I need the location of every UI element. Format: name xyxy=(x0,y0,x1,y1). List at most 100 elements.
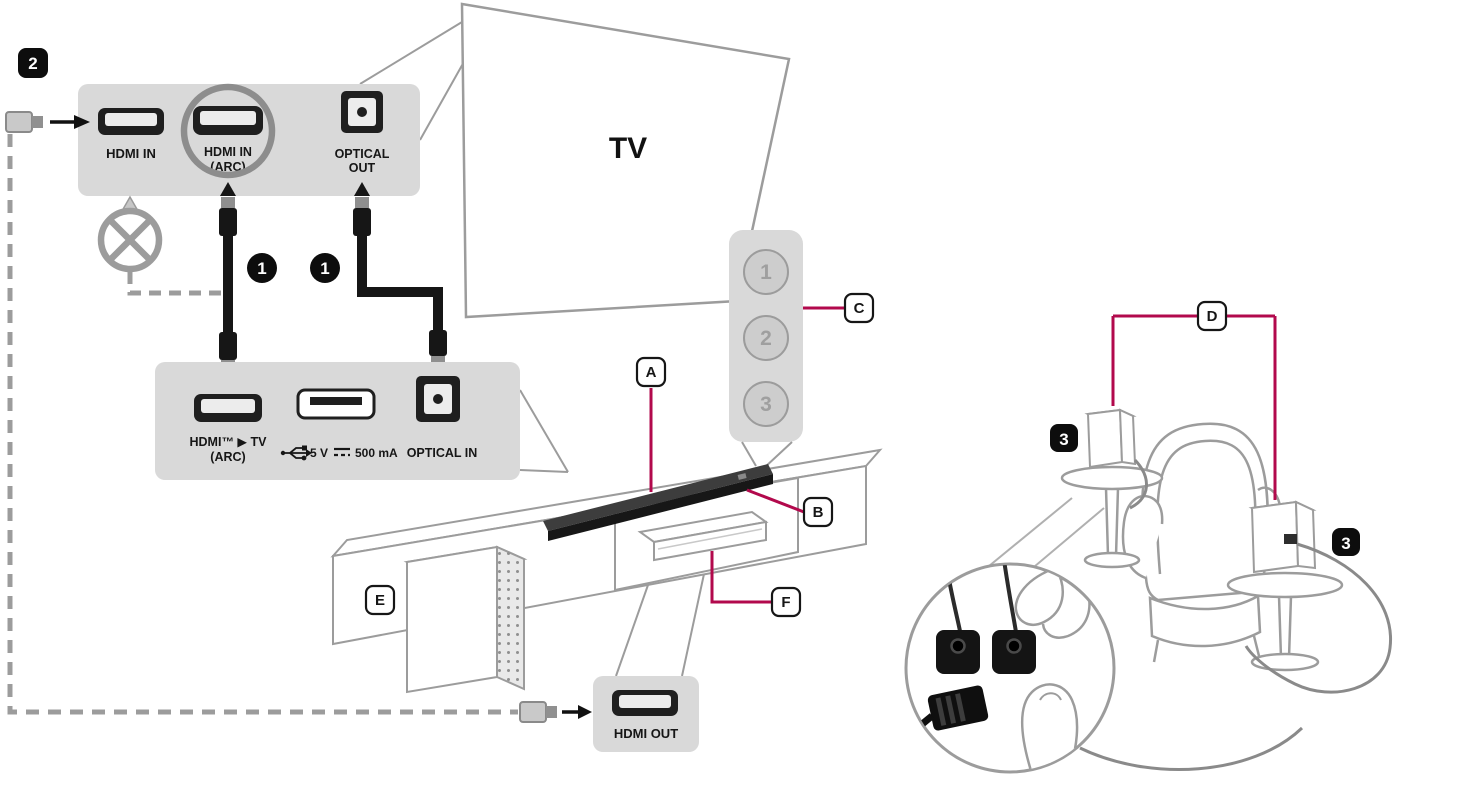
callout-d: D xyxy=(1111,300,1277,500)
callout-b-letter: B xyxy=(813,504,824,521)
optical-out-label-line1: OPTICAL xyxy=(335,147,390,161)
callout-b: B xyxy=(746,488,834,528)
hdmi-arc-label-line1: HDMI™ ▶ TV xyxy=(190,435,268,449)
zoom-callout-line xyxy=(681,573,705,677)
player-front-face xyxy=(653,520,767,562)
surround-speaker-1 xyxy=(1084,408,1137,469)
step-badge-1-number: 1 xyxy=(257,259,266,278)
optical-in-port-center xyxy=(433,394,443,404)
source-button-1 xyxy=(743,249,789,295)
soundbar-display-detail xyxy=(737,473,747,480)
table-base xyxy=(1250,652,1320,672)
callout-d-box xyxy=(1196,300,1228,332)
wire-terminal-hole xyxy=(950,638,966,654)
callout-e-letter: E xyxy=(375,592,385,609)
usb-label-current: 500 mA xyxy=(355,446,398,460)
soundbar-front-face xyxy=(548,474,773,541)
player-front-detail xyxy=(657,528,763,550)
arrow-right-head xyxy=(74,115,90,129)
plug-cable xyxy=(907,713,935,760)
cable-plug-tip xyxy=(221,197,235,208)
cable-plug-tip xyxy=(355,197,369,208)
source-button-3-label: 3 xyxy=(760,393,772,416)
side-table-2 xyxy=(1226,571,1344,672)
optical-out-label-line2: OUT xyxy=(349,161,376,175)
arrow-up-head xyxy=(354,182,370,196)
dc-symbol-icon xyxy=(334,447,350,457)
table-top xyxy=(1060,465,1164,491)
usb-trident-icon xyxy=(280,445,312,461)
source-button-1-label: 1 xyxy=(760,261,772,284)
magnifier-content xyxy=(907,565,1091,771)
speaker-wire-zoom xyxy=(904,497,1116,774)
speaker-side-face xyxy=(1118,408,1137,466)
hdmi-plug-icon xyxy=(519,701,547,723)
speaker-terminal xyxy=(1284,534,1297,544)
arrow-up-head xyxy=(220,182,236,196)
hdmi-out-panel: HDMI OUT xyxy=(519,573,705,752)
hdmi-arc-label-line2: (ARC) xyxy=(210,450,245,464)
prohibition-sign xyxy=(97,195,226,296)
step-badge-2-number: 2 xyxy=(28,54,37,73)
side-table-1 xyxy=(1060,465,1164,569)
hdmi-in-arc-port-slot xyxy=(200,111,256,125)
callout-a-box xyxy=(635,356,667,388)
usb-port-tongue xyxy=(310,397,362,405)
hand-finger xyxy=(1014,566,1064,627)
cable-plug-body xyxy=(429,330,447,356)
cable-plug-tip xyxy=(431,356,445,366)
callout-b-box xyxy=(802,496,834,528)
hand-finger xyxy=(1041,585,1091,639)
callout-b-line xyxy=(746,488,805,514)
subwoofer-illustration: E xyxy=(364,545,528,694)
tv-rear-panel-bg xyxy=(78,84,420,196)
step-2-connector: 2 xyxy=(5,48,90,133)
zoom-callout-line xyxy=(419,59,466,141)
speaker-wire-1 xyxy=(1129,458,1148,510)
arc-highlight-ring xyxy=(180,83,276,179)
soundbar-connection-panel: HDMI™ ▶ TV (ARC) 5 V 500 mA OPTICAL IN xyxy=(155,362,569,480)
step-badge-3 xyxy=(1332,528,1360,556)
optical-out-port-center xyxy=(357,107,367,117)
player-device-illustration xyxy=(637,510,769,562)
dashed-hdmi-cable xyxy=(7,134,518,715)
zoom-callout-line xyxy=(519,389,569,473)
no-entry-circle-icon xyxy=(97,207,163,273)
cable-line xyxy=(357,236,443,330)
step-badge-3-number: 3 xyxy=(1059,430,1068,449)
speaker-wire-2 xyxy=(1244,542,1393,694)
table-column xyxy=(1277,595,1293,659)
step-badges-3: 3 3 xyxy=(1050,424,1360,556)
zoom-callout-line xyxy=(763,441,793,469)
tv-rear-panel: HDMI IN HDMI IN (ARC) OPTICAL OUT xyxy=(78,83,420,196)
cable-plug-body xyxy=(219,332,237,360)
step-badge-2 xyxy=(18,48,48,78)
zoom-callout-line xyxy=(519,469,569,473)
usb-label-voltage: 5 V xyxy=(310,446,328,460)
table-top xyxy=(1226,571,1344,599)
zoom-callout-line xyxy=(741,441,757,467)
table-column xyxy=(1104,487,1120,557)
callout-f: F xyxy=(710,551,802,618)
zoom-callout-line xyxy=(359,21,463,85)
wrong-route-dashed-line xyxy=(127,272,226,296)
no-entry-cross-line xyxy=(107,217,153,263)
chair-seat-front xyxy=(1148,593,1262,648)
callout-f-box xyxy=(770,586,802,618)
callout-f-letter: F xyxy=(781,594,790,611)
subwoofer-front-face xyxy=(406,545,498,694)
optical-cable: 1 xyxy=(310,182,447,380)
optical-in-label: OPTICAL IN xyxy=(407,446,478,460)
step-badge-1 xyxy=(247,253,277,283)
callout-c-box xyxy=(843,292,875,324)
speaker-wire-3 xyxy=(1079,726,1304,771)
soundbar-top-face xyxy=(543,464,773,531)
step-badge-3-number: 3 xyxy=(1341,534,1350,553)
surround-speaker-2 xyxy=(1248,500,1317,574)
hdmi-in-port-slot xyxy=(105,113,157,126)
callout-d-letter: D xyxy=(1207,308,1218,325)
hdmi-in-label: HDMI IN xyxy=(106,146,156,161)
callout-c-letter: C xyxy=(854,300,865,317)
